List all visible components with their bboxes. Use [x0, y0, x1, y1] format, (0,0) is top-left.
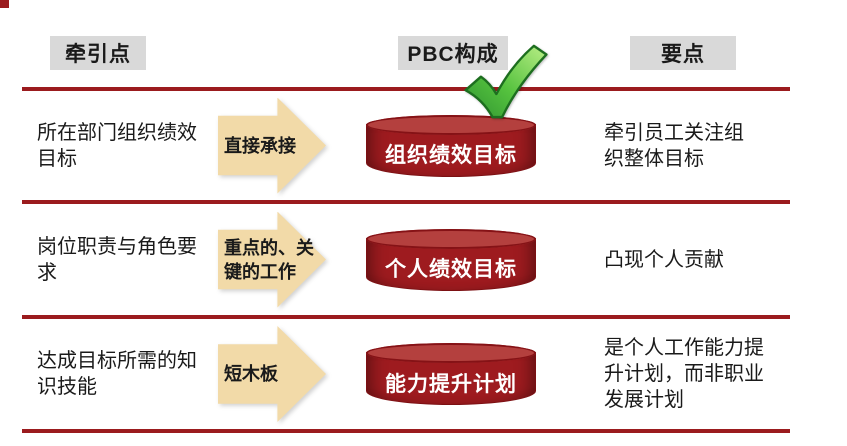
arrow-label: 重点的、关 键的工作 — [224, 237, 314, 282]
driver-text: 所在部门组织绩效 目标 — [37, 121, 197, 170]
driver-text: 达成目标所需的知 识技能 — [37, 350, 197, 398]
green-check-icon — [464, 44, 548, 119]
pbc-cylinder: 组织绩效目标 — [366, 114, 536, 177]
cylinder-body: 组织绩效目标 — [366, 123, 536, 177]
point-text: 是个人工作能力提 升计划，而非职业 发展计划 — [604, 337, 764, 411]
diagram-row-personal: 岗位职责与角色要 求 重点的、关 键的工作 个人绩效目标 凸现个人贡献 — [0, 204, 847, 315]
arrow-label: 直接承接 — [224, 135, 296, 156]
diagram-row-organization: 所在部门组织绩效 目标 直接承接 组织绩效目标 牵引员工关注组 织整体目标 — [0, 91, 847, 200]
arrow-label: 短木板 — [224, 364, 278, 384]
divider-line-row2 — [22, 315, 790, 319]
diagram-row-capability: 达成目标所需的知 识技能 短木板 能力提升计划 是个人工作能力提 升计划，而非职… — [0, 319, 847, 429]
cylinder-top-face — [366, 114, 536, 135]
red-corner-marker — [0, 0, 9, 8]
column-header-pbc-label: PBC构成 — [407, 43, 499, 66]
right-arrow-icon: 重点的、关 键的工作 — [218, 211, 326, 308]
column-header-points: 要点 — [630, 36, 736, 70]
right-arrow-icon: 直接承接 — [218, 97, 326, 194]
driver-text: 岗位职责与角色要 求 — [37, 235, 197, 284]
divider-line-row1 — [22, 200, 790, 204]
column-header-driver: 牵引点 — [50, 36, 146, 70]
cylinder-body: 能力提升计划 — [366, 352, 536, 405]
cylinder-label: 组织绩效目标 — [385, 144, 517, 167]
column-header-driver-label: 牵引点 — [65, 43, 131, 66]
column-header-points-label: 要点 — [661, 43, 705, 66]
pbc-cylinder: 个人绩效目标 — [366, 228, 536, 291]
divider-line-bottom — [22, 429, 790, 433]
point-text: 凸现个人贡献 — [604, 248, 724, 271]
column-header-pbc: PBC构成 — [398, 36, 508, 70]
pbc-cylinder: 能力提升计划 — [366, 343, 536, 405]
point-text: 牵引员工关注组 织整体目标 — [604, 121, 744, 170]
cylinder-top-face — [366, 343, 536, 363]
right-arrow-icon: 短木板 — [218, 326, 326, 422]
cylinder-label: 个人绩效目标 — [385, 258, 517, 281]
cylinder-top-face — [366, 228, 536, 249]
cylinder-body: 个人绩效目标 — [366, 237, 536, 291]
divider-line-top — [22, 87, 790, 91]
cylinder-label: 能力提升计划 — [385, 372, 517, 396]
